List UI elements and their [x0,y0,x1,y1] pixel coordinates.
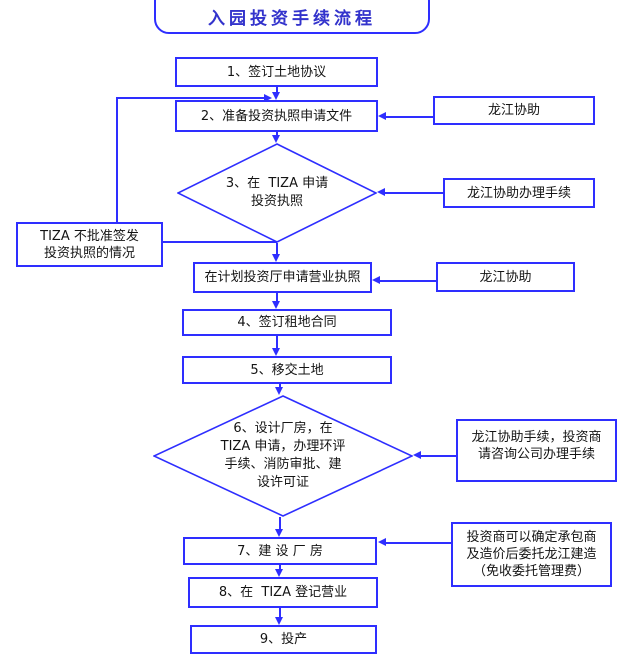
step-4-label: 4、签订租地合同 [237,315,337,330]
step-5-box: 5、移交土地 [182,356,392,384]
arrowhead-into-step7 [275,529,283,537]
assist-step6-box: 龙江协助手续，投资商 请咨询公司办理手续 [456,419,617,482]
arrowhead-into-step2 [272,92,280,100]
connector-step4-step5 [276,336,278,349]
connector-feedback-vertical [116,97,118,222]
arrowhead-into-license [272,254,280,262]
connector-step5-step6 [279,384,281,388]
assist-step3-box: 龙江协助办理手续 [443,178,595,208]
connector-assistprep-step2 [386,116,433,118]
connector-step8-step9 [279,608,281,618]
business-license-box: 在计划投资厅申请营业执照 [193,262,372,293]
assist-prep-label: 龙江协助 [487,103,540,118]
connector-assist3-step3 [385,192,443,194]
arrowhead-assistbiz [372,276,380,284]
reject-case-line2: 投资执照的情况 [43,245,135,261]
contractor-note-line3: （免收委托管理费） [472,564,590,579]
arrowhead-into-step8 [275,569,283,577]
connector-license-step4 [276,293,278,302]
arrowhead-assistprep [378,112,386,120]
connector-feedback-horizontal [116,97,264,99]
connector-assistbiz-license [380,280,436,282]
contractor-note-line1: 投资商可以确定承包商 [466,530,597,545]
step-7-box: 7、建 设 厂 房 [183,537,377,565]
connector-contractor-step7 [386,542,451,544]
connector-step1-step2 [276,87,278,93]
connector-assist6-step6 [421,455,456,457]
step-9-box: 9、投产 [190,625,377,654]
step-6-text: 6、设计厂房，在 TIZA 申请，办理环评 手续、消防审批、建 设许可证 [153,395,413,517]
step-6-line1: 6、设计厂房，在 [233,421,333,436]
assist-step3-label: 龙江协助办理手续 [466,185,571,201]
step-3-line2: 投资执照 [250,194,303,209]
reject-case-box: TIZA 不批准签发 投资执照的情况 [16,222,163,267]
arrowhead-into-step6 [275,387,283,395]
assist-prep-box: 龙江协助 [433,96,595,125]
arrowhead-assist3 [377,188,385,196]
flowchart-title-box: 入园投资手续流程 [154,0,430,34]
arrowhead-assist6 [413,451,421,459]
step-9-label: 9、投产 [259,632,308,647]
contractor-note-box: 投资商可以确定承包商 及造价后委托龙江建造 （免收委托管理费） [451,522,612,587]
step-7-label: 7、建 设 厂 房 [237,543,323,559]
arrowhead-into-step5 [272,348,280,356]
reject-case-line1: TIZA 不批准签发 [40,228,139,244]
step-2-label: 2、准备投资执照申请文件 [200,108,353,124]
step-4-box: 4、签订租地合同 [182,309,392,336]
step-3-decision-diamond: 3、在 TIZA 申请 投资执照 [177,143,377,243]
step-1-box: 1、签订土地协议 [175,57,378,87]
arrowhead-contractor [378,538,386,546]
step-8-box: 8、在 TIZA 登记营业 [188,577,378,608]
step-1-label: 1、签订土地协议 [226,64,327,80]
diamond-shape [153,395,413,517]
arrowhead-into-step9 [275,617,283,625]
assist-step6-line1: 龙江协助手续，投资商 [471,430,602,445]
assist-business-box: 龙江协助 [436,262,575,292]
connector-step7-step8 [279,565,281,570]
diamond-shape [177,143,377,243]
step-5-label: 5、移交土地 [250,362,324,378]
assist-business-label: 龙江协助 [479,269,532,285]
arrowhead-into-step3 [272,135,280,143]
arrowhead-into-step4 [272,301,280,309]
step-6-line4: 设许可证 [256,475,309,490]
business-license-label: 在计划投资厅申请营业执照 [204,270,361,285]
connector-step3-license [276,243,278,255]
connector-branch-reject [162,241,277,243]
connector-step2-step3 [276,132,278,136]
step-3-text: 3、在 TIZA 申请 投资执照 [177,143,377,243]
step-6-decision-diamond: 6、设计厂房，在 TIZA 申请，办理环评 手续、消防审批、建 设许可证 [153,395,413,517]
connector-step6-step7 [279,517,281,530]
step-6-line2: TIZA 申请，办理环评 [220,439,346,454]
step-8-label: 8、在 TIZA 登记营业 [218,585,348,600]
step-3-line1: 3、在 TIZA 申请 [225,176,329,191]
flowchart-title: 入园投资手续流程 [208,8,376,29]
contractor-note-line2: 及造价后委托龙江建造 [466,547,597,562]
assist-step6-line2: 请咨询公司办理手续 [477,447,595,462]
step-6-line3: 手续、消防审批、建 [224,457,342,472]
arrowhead-feedback-into-step2 [264,94,272,102]
step-2-box: 2、准备投资执照申请文件 [175,100,378,132]
